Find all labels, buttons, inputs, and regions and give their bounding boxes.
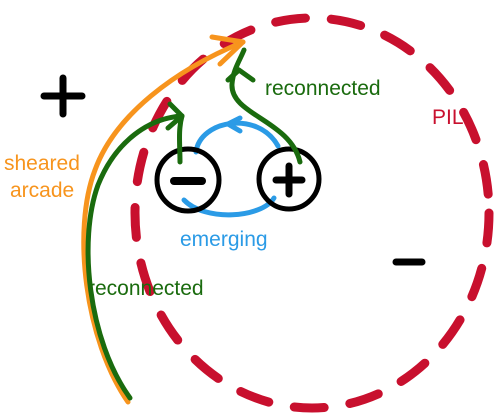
reconnected-top-label: reconnected (265, 77, 381, 100)
sheared-arcade-arrowhead (209, 34, 246, 67)
emerging-arrowhead (225, 115, 243, 134)
reconnected-short-loop (229, 47, 303, 165)
reconnected-long-loop (85, 113, 185, 401)
reconnected-short-loop-arrowhead (225, 67, 256, 83)
emerging-label: emerging (180, 228, 268, 251)
negative-polarity-circle-icon (154, 146, 222, 214)
reconnected-long-loop-end (177, 113, 185, 165)
plus-sign-icon (40, 74, 86, 118)
sheared-arcade-line (81, 39, 246, 405)
sheared-arcade-label-line2: arcade (10, 179, 74, 202)
sheared-arcade-label-line1: sheared (4, 152, 80, 175)
reconnected-bottom-label: reconnected (88, 277, 204, 300)
emerging-loop-bottom (181, 195, 277, 218)
pil-dashed-circle (130, 13, 494, 413)
positive-polarity-circle-icon (256, 146, 322, 212)
pil-label: PIL (432, 106, 464, 129)
